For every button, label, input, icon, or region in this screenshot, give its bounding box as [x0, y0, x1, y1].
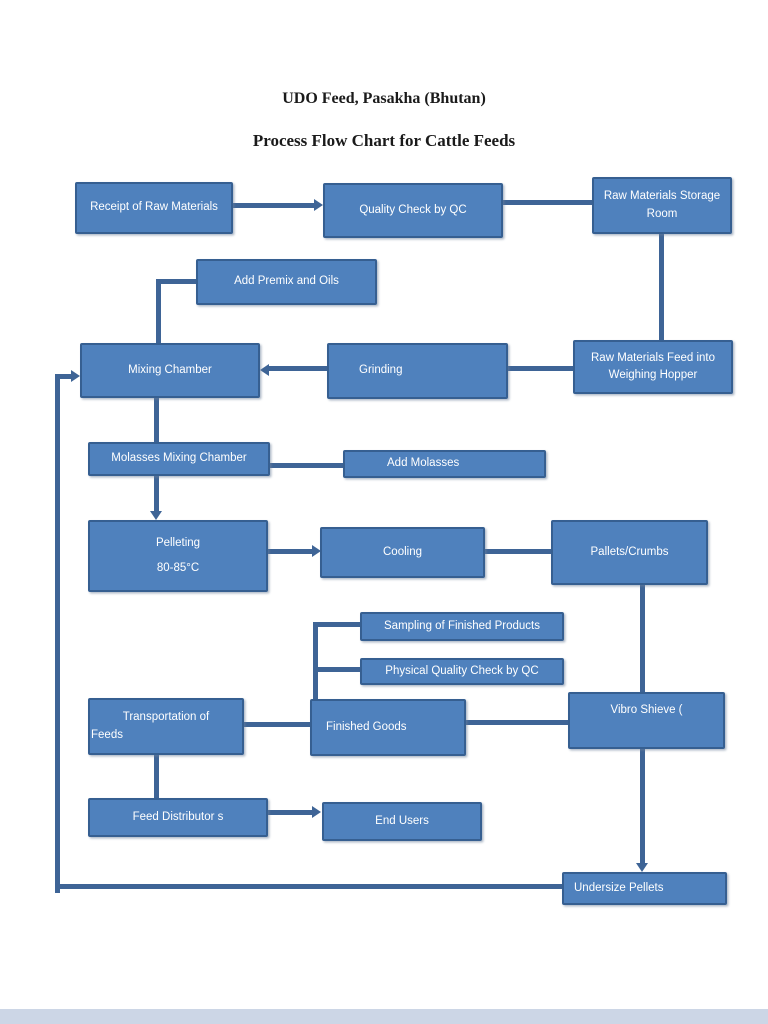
node-quality-check: Quality Check by QC	[323, 183, 503, 238]
arrowhead-right	[71, 370, 80, 382]
connector-return-stub	[55, 374, 72, 379]
node-feed-distributors: Feed Distributor s	[88, 798, 268, 837]
page-title: UDO Feed, Pasakha (Bhutan)	[282, 90, 486, 107]
connector-grinding-mixing	[269, 366, 327, 371]
node-label: Raw Materials Feed into Weighing Hopper	[591, 351, 715, 381]
connector-quality-storage	[503, 200, 592, 205]
node-label: Pallets/Crumbs	[590, 545, 669, 558]
connector-vibro-undersize	[640, 749, 645, 864]
node-sampling: Sampling of Finished Products	[360, 612, 564, 641]
connector-vibro-finished	[466, 720, 568, 725]
node-label-line2: 80-85°C	[156, 562, 200, 574]
node-label: Cooling	[383, 545, 422, 558]
connector-pelleting-cooling	[268, 549, 313, 554]
node-physical-quality-check: Physical Quality Check by QC	[360, 658, 564, 685]
node-undersize-pellets: Undersize Pellets	[562, 872, 727, 905]
node-label: Add Molasses	[387, 457, 460, 470]
arrowhead-left	[260, 364, 269, 376]
node-label: Undersize Pellets	[574, 881, 664, 894]
node-label: Grinding	[359, 364, 403, 377]
node-add-molasses: Add Molasses	[343, 450, 546, 478]
connector-pallets-vibro	[640, 585, 645, 692]
node-label-line1: Transportation of	[122, 711, 210, 724]
node-label-line1: Pelleting	[155, 536, 201, 549]
node-label: Quality Check by QC	[359, 203, 467, 216]
node-label: End Users	[375, 814, 429, 827]
connector-receipt-quality	[233, 203, 315, 208]
connector-finished-transport	[244, 722, 310, 727]
node-label: Mixing Chamber	[128, 363, 212, 376]
connector-transport-distributors	[154, 755, 159, 798]
page-subtitle: Process Flow Chart for Cattle Feeds	[252, 131, 516, 150]
arrowhead-right	[312, 806, 321, 818]
node-weighing-hopper: Raw Materials Feed into Weighing Hopper	[573, 340, 733, 394]
node-label: Receipt of Raw Materials	[90, 201, 218, 214]
node-cooling: Cooling	[320, 527, 485, 578]
node-label: Add Premix and Oils	[234, 275, 339, 288]
page-edge-band	[0, 1009, 768, 1024]
node-label: Physical Quality Check by QC	[385, 664, 539, 677]
node-label: Vibro Shieve (	[610, 704, 683, 716]
connector-finished-bracket	[313, 622, 318, 699]
node-end-users: End Users	[322, 802, 482, 841]
connector-premix-stub	[156, 279, 196, 284]
connector-storage-hopper	[659, 234, 664, 340]
arrowhead-right	[312, 545, 321, 557]
node-storage-room: Raw Materials Storage Room	[592, 177, 732, 234]
node-vibro-shieve: Vibro Shieve (	[568, 692, 725, 749]
connector-bracket-sampling	[313, 622, 360, 627]
connector-cooling-pallets	[485, 549, 551, 554]
connector-bracket-physical	[313, 667, 360, 672]
node-label: Finished Goods	[326, 720, 407, 733]
node-label-line2: Feeds	[91, 728, 123, 741]
node-grinding: Grinding	[327, 343, 508, 399]
node-finished-goods: Finished Goods	[310, 699, 466, 756]
node-receipt-of-raw-materials: Receipt of Raw Materials	[75, 182, 233, 234]
node-label: Molasses Mixing Chamber	[111, 452, 247, 465]
node-label: Feed Distributor s	[132, 810, 224, 823]
connector-premix-mixing	[156, 279, 161, 343]
node-label: Sampling of Finished Products	[384, 619, 540, 632]
arrowhead-down	[636, 863, 648, 872]
node-mixing-chamber: Mixing Chamber	[80, 343, 260, 398]
connector-molasses-addmolasses	[270, 463, 343, 468]
node-pallets-crumbs: Pallets/Crumbs	[551, 520, 708, 585]
connector-undersize-return	[57, 884, 562, 889]
node-pelleting: Pelleting 80-85°C	[88, 520, 268, 592]
connector-distributors-endusers	[268, 810, 312, 815]
connector-hopper-grinding	[508, 366, 573, 371]
connector-return-vertical	[55, 374, 60, 893]
node-transportation: Transportation of Feeds	[88, 698, 244, 755]
arrowhead-down	[150, 511, 162, 520]
arrowhead-right	[314, 199, 323, 211]
node-molasses-mixing-chamber: Molasses Mixing Chamber	[88, 442, 270, 476]
node-label: Raw Materials Storage Room	[603, 190, 721, 220]
node-add-premix: Add Premix and Oils	[196, 259, 377, 305]
